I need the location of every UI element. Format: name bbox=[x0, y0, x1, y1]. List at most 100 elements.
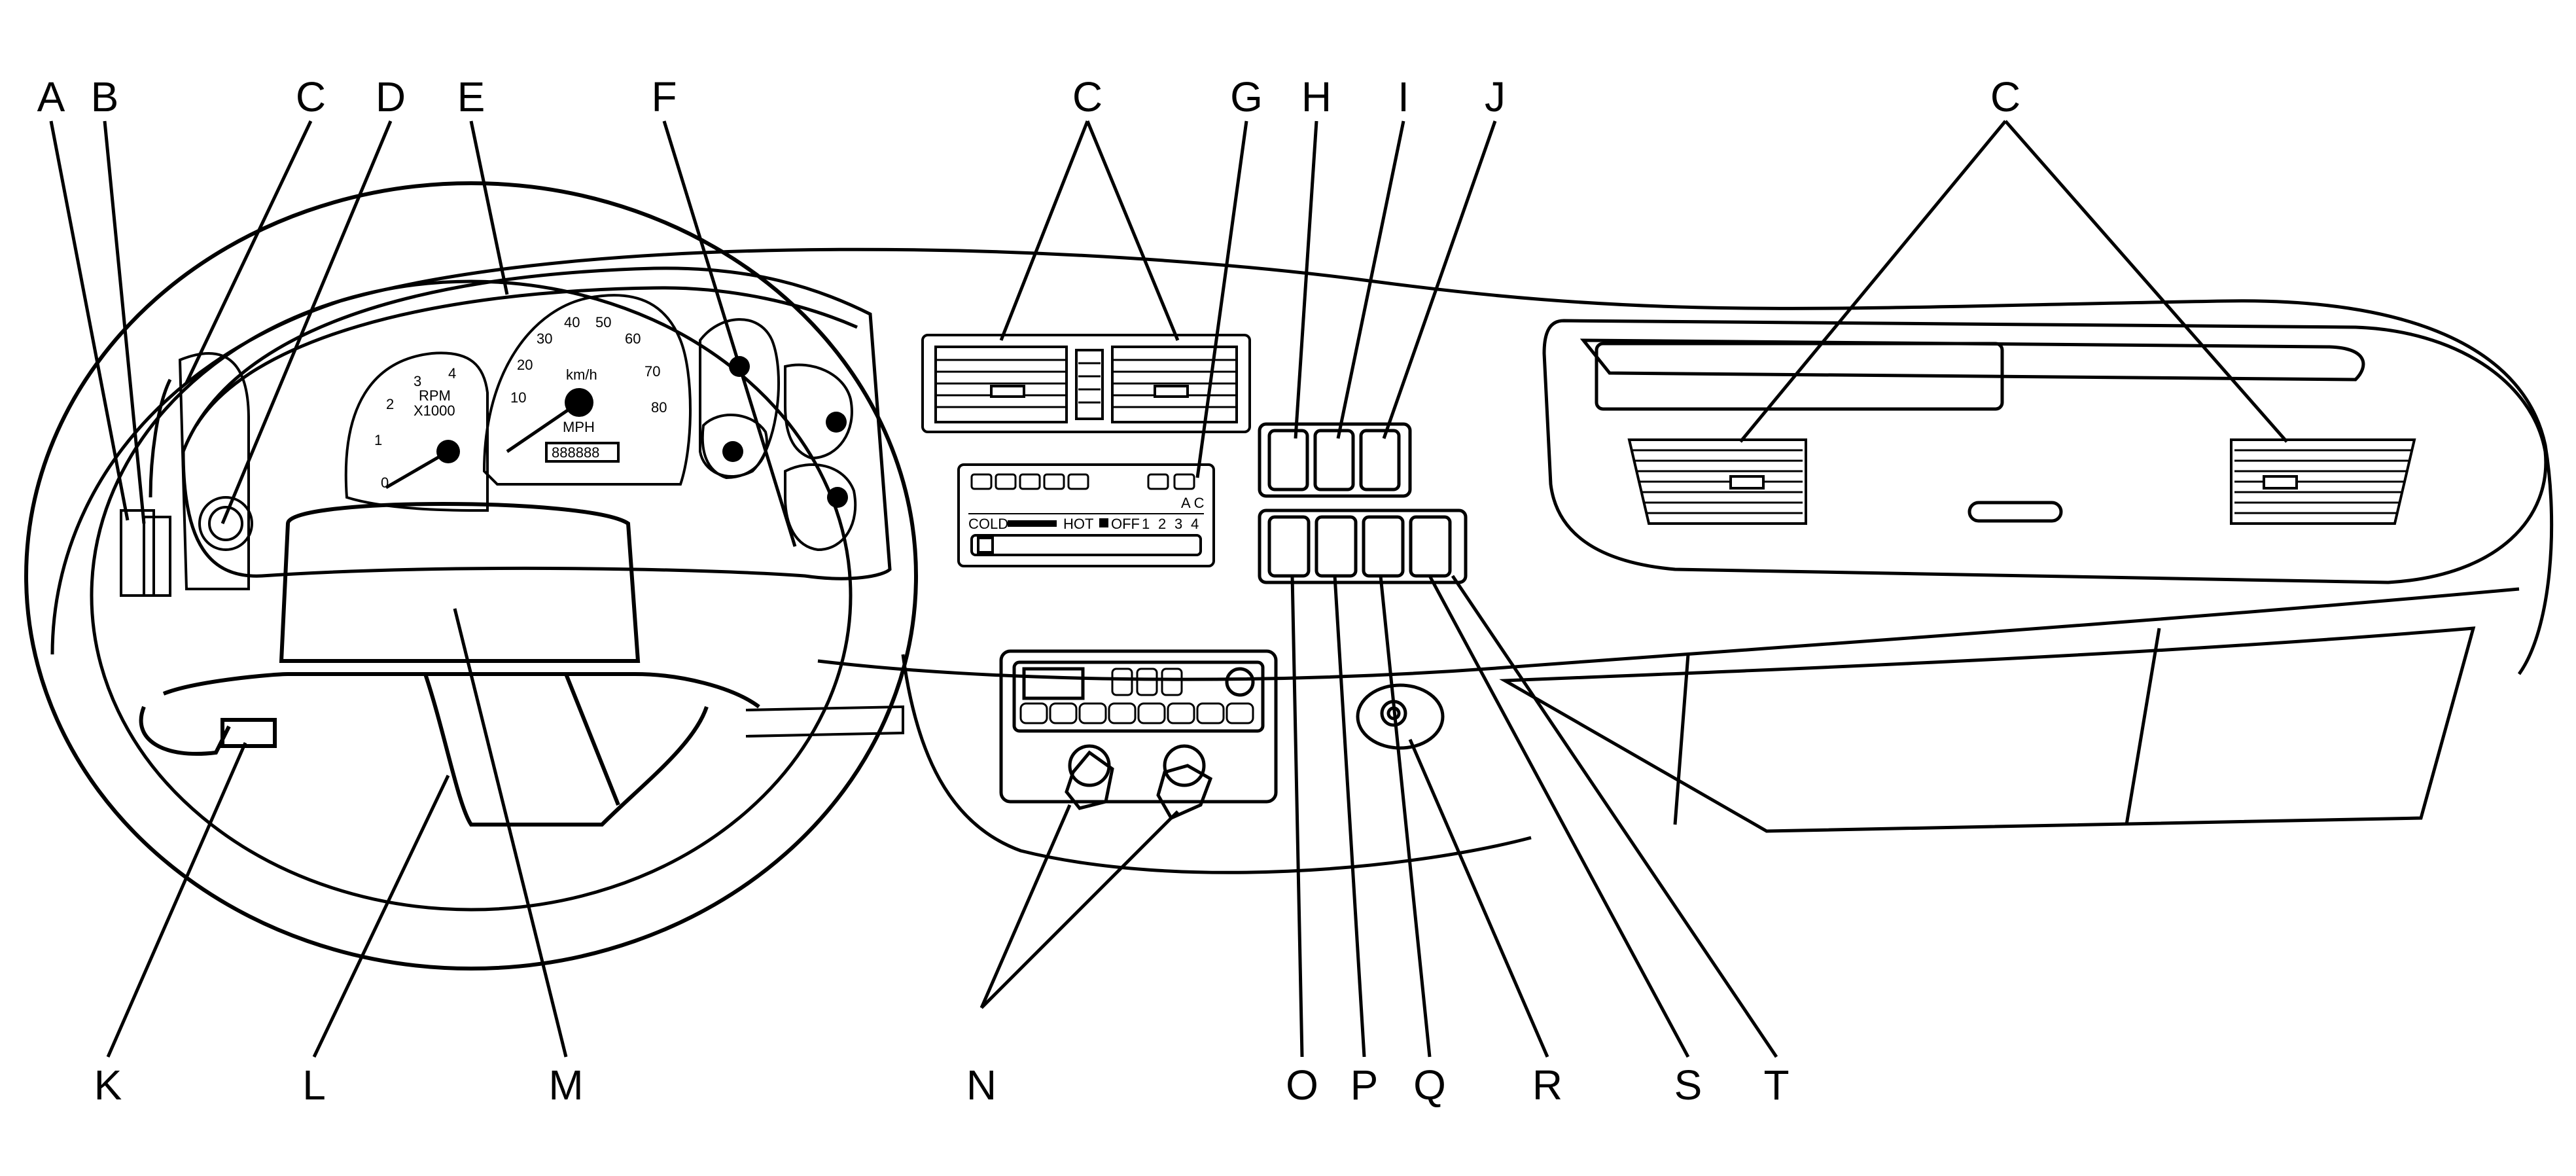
speedo-tick-30: 30 bbox=[537, 330, 552, 347]
leader-q bbox=[1379, 575, 1432, 1058]
callout-labels-bottom: K L M N O P Q R S T bbox=[94, 1061, 1790, 1109]
glovebox-latch[interactable] bbox=[1967, 501, 2063, 523]
speedo-tick-80: 80 bbox=[651, 399, 667, 416]
fan-speed-2: 2 bbox=[1158, 516, 1166, 532]
radio-knob-right[interactable] bbox=[1163, 744, 1206, 787]
leader-e bbox=[469, 120, 509, 295]
leader-i bbox=[1336, 120, 1405, 439]
knob-base-left bbox=[1065, 750, 1114, 810]
switch-q[interactable] bbox=[1362, 515, 1405, 578]
leader-o bbox=[1290, 575, 1304, 1058]
callout-d: D bbox=[376, 73, 406, 120]
odometer-readout: 888888 bbox=[552, 444, 599, 461]
callout-leader-lines bbox=[49, 120, 2288, 1058]
callout-c-1: C bbox=[296, 73, 326, 120]
cruise-control-switch[interactable] bbox=[221, 718, 277, 748]
climate-control-panel: A C COLD HOT OFF 1 2 3 4 bbox=[957, 463, 1215, 567]
climate-slider-track[interactable] bbox=[970, 534, 1202, 556]
callout-p: P bbox=[1350, 1061, 1379, 1109]
callout-f: F bbox=[651, 73, 677, 120]
off-indicator bbox=[1099, 518, 1108, 527]
knob-base-right bbox=[1156, 764, 1213, 821]
tach-unit-label: RPM bbox=[419, 387, 451, 404]
temp-gradient bbox=[1008, 520, 1057, 527]
passenger-vent-right[interactable] bbox=[2230, 438, 2416, 525]
switch-o[interactable] bbox=[1267, 515, 1311, 578]
lower-switch-bank bbox=[1258, 508, 1468, 584]
oil-pressure-gauge bbox=[784, 363, 853, 460]
leader-k bbox=[106, 741, 247, 1058]
speedo-tick-50: 50 bbox=[595, 314, 611, 330]
callout-b: B bbox=[91, 73, 119, 120]
callout-j: J bbox=[1485, 73, 1506, 120]
tach-tick-1: 1 bbox=[374, 432, 382, 448]
speedo-tick-60: 60 bbox=[625, 330, 641, 347]
climate-mode-buttons bbox=[970, 473, 1195, 490]
steering-wheel[interactable] bbox=[24, 181, 918, 971]
callout-s: S bbox=[1674, 1061, 1703, 1109]
callout-r: R bbox=[1532, 1061, 1562, 1109]
leader-c2a bbox=[999, 120, 1089, 341]
switch-s[interactable] bbox=[1409, 515, 1452, 578]
fan-speed-1: 1 bbox=[1142, 516, 1150, 532]
leader-n1 bbox=[979, 804, 1072, 1008]
leader-l bbox=[312, 774, 450, 1058]
callout-m: M bbox=[548, 1061, 583, 1109]
callout-a: A bbox=[37, 73, 65, 120]
left-vent[interactable] bbox=[120, 509, 155, 597]
callout-c-3: C bbox=[1990, 73, 2020, 120]
voltmeter bbox=[701, 414, 768, 480]
speedo-tick-20: 20 bbox=[517, 357, 533, 373]
right-gauges bbox=[699, 318, 857, 552]
callout-g: G bbox=[1230, 73, 1263, 120]
switch-p[interactable] bbox=[1314, 515, 1358, 578]
tach-tick-4: 4 bbox=[448, 365, 456, 382]
switch-i[interactable] bbox=[1313, 429, 1355, 491]
tachometer: RPM X1000 0 1 2 3 4 bbox=[344, 351, 489, 512]
leader-c2b bbox=[1085, 120, 1180, 341]
tach-multiplier-label: X1000 bbox=[414, 402, 455, 419]
leader-b bbox=[103, 120, 146, 524]
hot-label: HOT bbox=[1063, 516, 1093, 532]
callout-h: H bbox=[1301, 73, 1332, 120]
tach-tick-3: 3 bbox=[414, 373, 421, 389]
audio-system bbox=[999, 649, 1278, 821]
leader-c1 bbox=[185, 120, 313, 384]
callout-c-2: C bbox=[1072, 73, 1103, 120]
speedometer: 10 20 30 40 50 60 70 80 km/h MPH 888888 bbox=[482, 294, 692, 486]
center-vents[interactable] bbox=[921, 334, 1251, 433]
callout-t: T bbox=[1763, 1061, 1789, 1109]
tach-tick-0: 0 bbox=[381, 474, 389, 491]
callout-l: L bbox=[302, 1061, 326, 1109]
radio-eject-button[interactable] bbox=[1225, 667, 1255, 697]
switch-j[interactable] bbox=[1359, 429, 1401, 491]
leader-n2 bbox=[980, 810, 1179, 1009]
leader-c3b bbox=[2004, 120, 2288, 443]
fan-speed-3: 3 bbox=[1174, 516, 1182, 532]
callout-q: Q bbox=[1413, 1061, 1446, 1109]
leader-a bbox=[49, 120, 130, 521]
callout-i: I bbox=[1398, 73, 1409, 120]
passenger-vent-left[interactable] bbox=[1627, 438, 1807, 525]
climate-slider-knob[interactable] bbox=[977, 537, 994, 554]
switch-h[interactable] bbox=[1267, 429, 1309, 491]
speedo-tick-70: 70 bbox=[644, 363, 660, 380]
speedo-unit-label: MPH bbox=[563, 419, 595, 435]
tach-tick-2: 2 bbox=[386, 396, 394, 412]
tach-needle bbox=[385, 450, 450, 490]
cigarette-lighter[interactable] bbox=[1356, 683, 1445, 750]
leader-s bbox=[1428, 575, 1690, 1058]
vent-louvers bbox=[1632, 449, 1803, 514]
odometer-window bbox=[545, 442, 620, 463]
leader-j bbox=[1382, 120, 1497, 439]
temperature-gauge bbox=[784, 463, 857, 552]
speedo-metric-unit: km/h bbox=[566, 366, 597, 383]
radio-preset-buttons[interactable] bbox=[1019, 668, 1254, 724]
leader-g bbox=[1195, 120, 1248, 478]
callout-o: O bbox=[1286, 1061, 1318, 1109]
glovebox-panel bbox=[1542, 319, 2548, 584]
headlamp-switch[interactable] bbox=[198, 496, 253, 551]
vent-louvers bbox=[2234, 449, 2411, 514]
radio-display bbox=[1022, 667, 1085, 700]
